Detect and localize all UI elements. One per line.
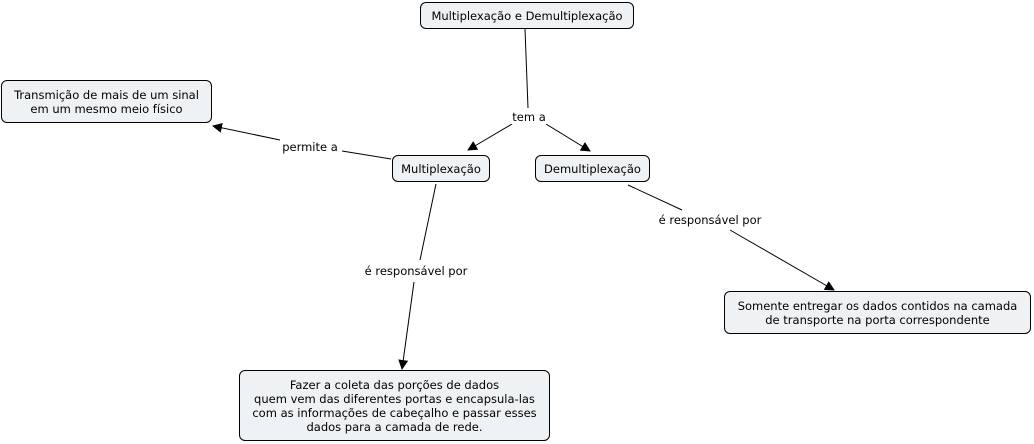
link-mux-resp (419, 183, 437, 261)
link-mux-permite (341, 150, 392, 160)
link-label-tem-a[interactable]: tem a (510, 110, 548, 124)
link-label-demux-responsavel[interactable]: é responsável por (656, 213, 764, 227)
concept-root[interactable]: Multiplexação e Demultiplexação (420, 2, 634, 29)
link-resp-somente (729, 229, 835, 291)
concept-multiplexacao[interactable]: Multiplexação (392, 155, 490, 182)
link-label-mux-responsavel[interactable]: é responsável por (362, 264, 470, 278)
link-label-permite-a[interactable]: permite a (280, 140, 340, 154)
link-resp-fazer (398, 281, 415, 370)
link-root-tema (524, 28, 529, 109)
concept-fazer-coleta[interactable]: Fazer a coleta das porções de dados quem… (239, 370, 550, 441)
link-demux-resp (627, 184, 683, 211)
concept-transmissao[interactable]: Transmição de mais de um sinal em um mes… (1, 80, 212, 123)
link-tema-mux (467, 123, 513, 151)
link-tema-demux (545, 123, 591, 152)
link-permite-trans (212, 122, 281, 141)
concept-demultiplexacao[interactable]: Demultiplexação (535, 155, 650, 182)
concept-somente-entregar[interactable]: Somente entregar os dados contidos na ca… (724, 291, 1031, 334)
